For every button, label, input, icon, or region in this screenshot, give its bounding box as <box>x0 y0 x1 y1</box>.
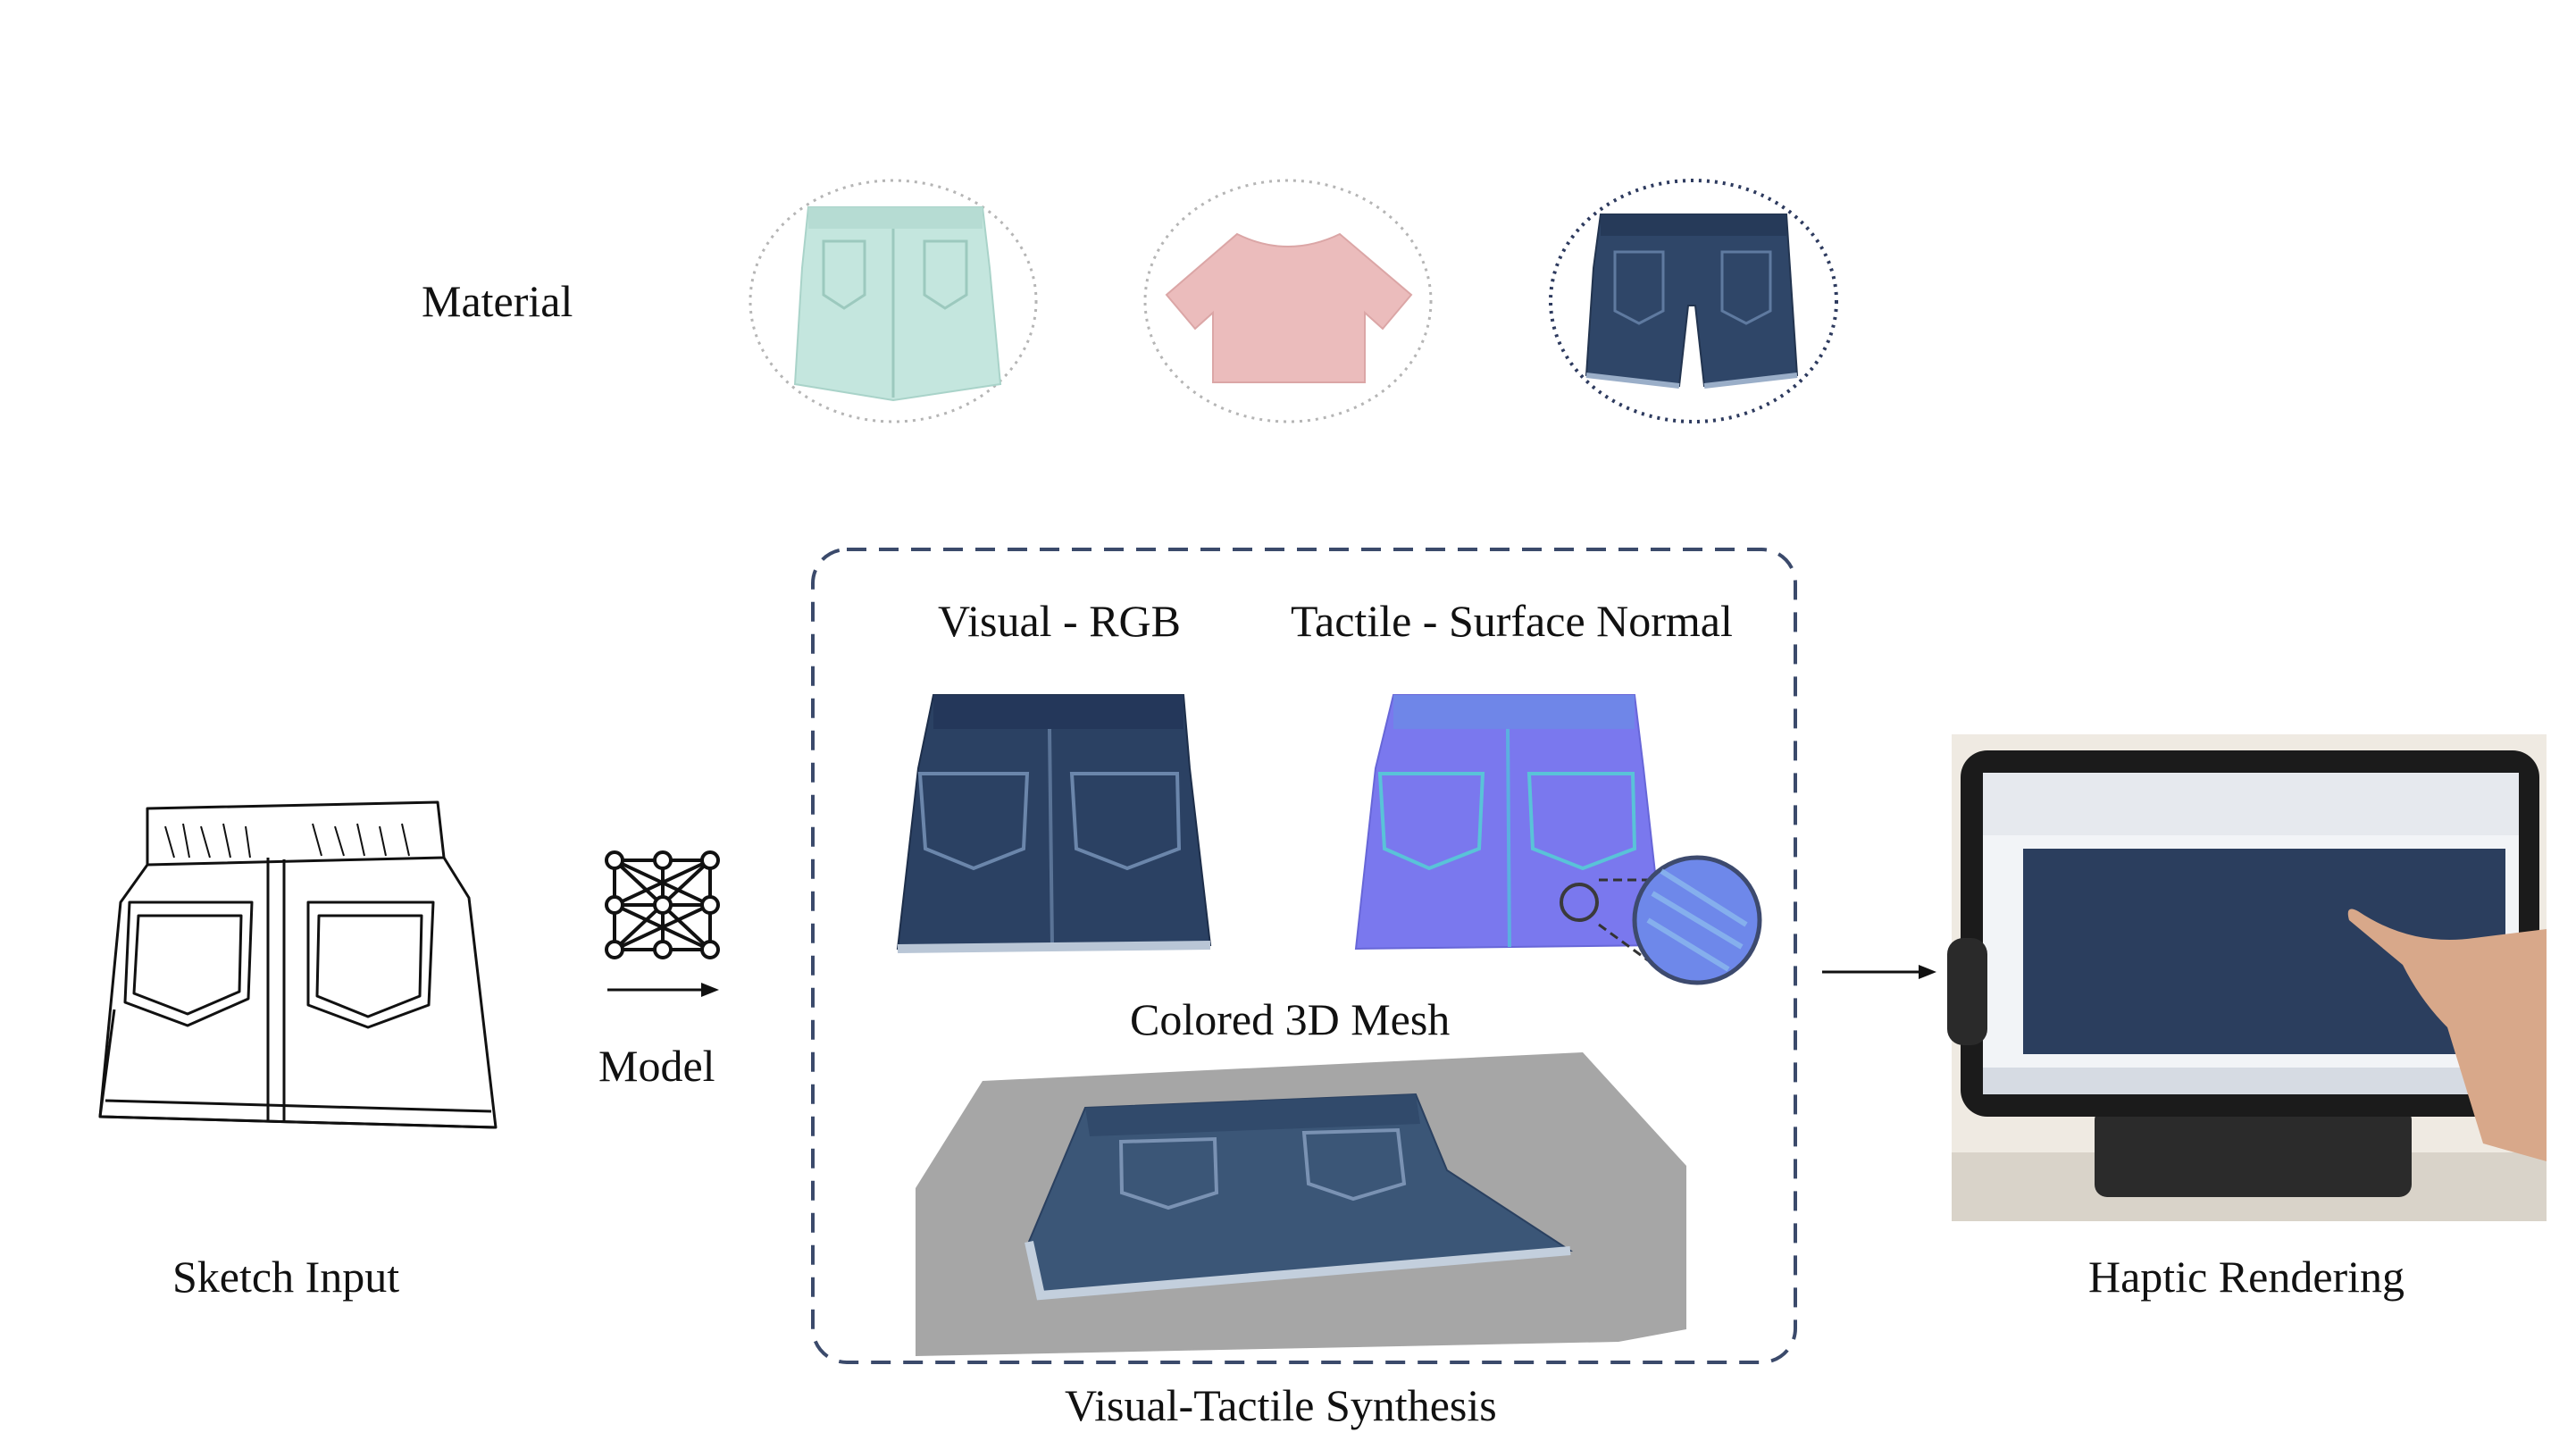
synthesis-label: Visual-Tactile Synthesis <box>1065 1380 1497 1430</box>
pink-shirt-icon <box>1165 232 1413 383</box>
neural-network-icon <box>605 850 720 959</box>
mint-skirt-icon <box>793 206 1002 402</box>
tactile-normal-label: Tactile - Surface Normal <box>1291 596 1733 646</box>
denim-shorts-icon <box>1585 214 1799 389</box>
visual-rgb-label: Visual - RGB <box>938 596 1181 646</box>
sketch-input-label: Sketch Input <box>172 1252 400 1302</box>
haptic-rendering-label: Haptic Rendering <box>2088 1252 2405 1302</box>
model-arrow <box>607 983 719 997</box>
material-option-mint-skirt[interactable] <box>749 179 1038 423</box>
material-option-denim-shorts[interactable] <box>1549 179 1838 423</box>
model-label: Model <box>598 1041 715 1091</box>
material-label: Material <box>422 276 573 326</box>
zoom-magnifier <box>1560 855 1762 985</box>
colored-mesh-label: Colored 3D Mesh <box>1130 994 1451 1044</box>
material-option-pink-shirt[interactable] <box>1143 179 1433 423</box>
